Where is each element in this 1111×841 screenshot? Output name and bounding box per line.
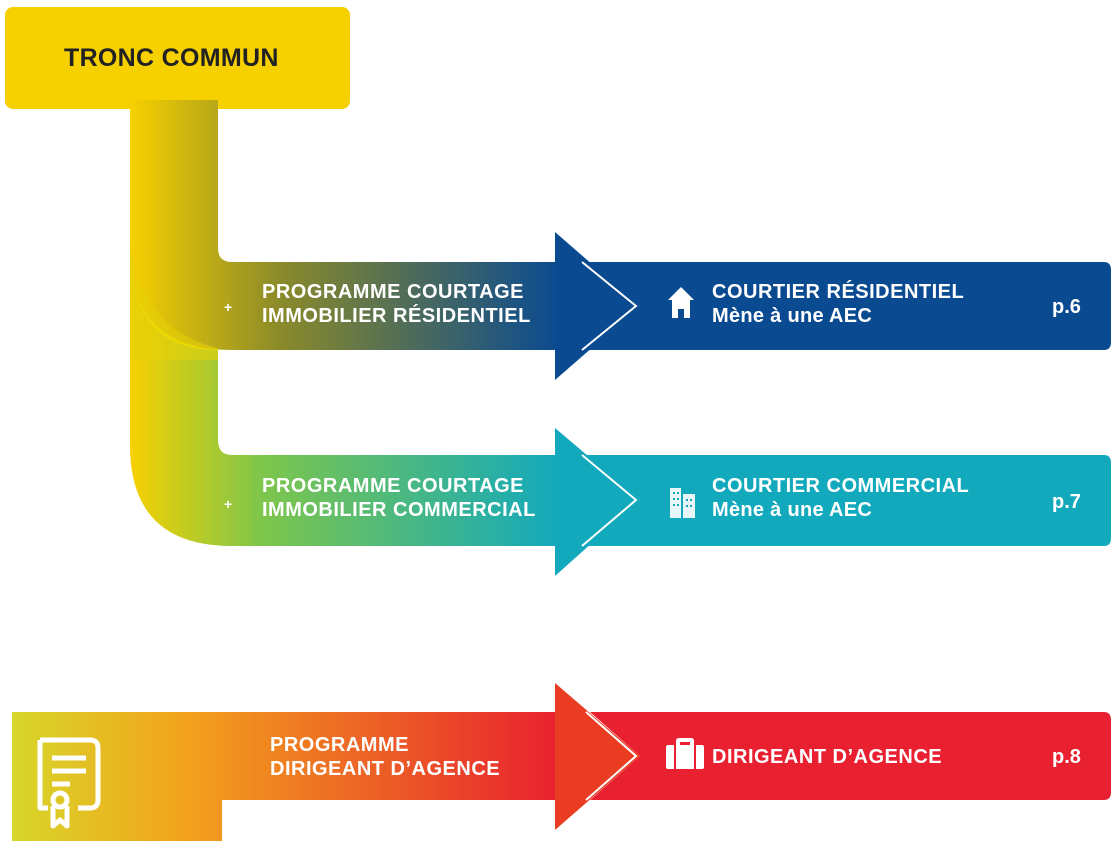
plus-residentiel: +	[224, 299, 233, 315]
result-commercial-title: COURTIER COMMERCIAL	[712, 475, 970, 497]
office-building-icon	[670, 488, 695, 518]
branch-residentiel	[130, 100, 560, 350]
arrow-dirigeant	[555, 683, 640, 830]
page-ref-dirigeant: p.8	[1052, 746, 1081, 768]
tronc-commun-label: TRONC COMMUN	[64, 44, 279, 72]
briefcase-icon	[666, 738, 704, 769]
result-residentiel-title: COURTIER RÉSIDENTIEL	[712, 281, 965, 303]
program-residentiel-line1: PROGRAMME COURTAGE	[262, 281, 524, 303]
result-dirigeant-title: DIRIGEANT D’AGENCE	[712, 746, 943, 768]
result-residentiel-box	[585, 262, 1111, 350]
branch-commercial	[130, 250, 560, 546]
arrow-commercial	[555, 428, 640, 576]
tronc-commun-box	[5, 7, 350, 109]
branch-dirigeant	[12, 712, 560, 841]
result-residentiel-label: COURTIER RÉSIDENTIEL Mène à une AEC	[712, 280, 964, 328]
program-commercial-label: PROGRAMME COURTAGE IMMOBILIER COMMERCIAL	[262, 474, 536, 522]
plus-commercial: +	[224, 496, 233, 512]
certificate-icon	[37, 737, 101, 829]
program-dirigeant-line2: DIRIGEANT D’AGENCE	[270, 758, 501, 780]
result-dirigeant-box	[590, 712, 1111, 800]
program-residentiel-label: PROGRAMME COURTAGE IMMOBILIER RÉSIDENTIE…	[262, 280, 531, 328]
result-commercial-box	[585, 455, 1111, 546]
result-commercial-subtitle: Mène à une AEC	[712, 499, 873, 521]
program-commercial-line2: IMMOBILIER COMMERCIAL	[262, 499, 536, 521]
result-commercial-label: COURTIER COMMERCIAL Mène à une AEC	[712, 474, 969, 522]
result-residentiel-subtitle: Mène à une AEC	[712, 305, 873, 327]
arrow-residentiel	[555, 232, 640, 380]
page-ref-residentiel: p.6	[1052, 296, 1081, 318]
program-residentiel-line2: IMMOBILIER RÉSIDENTIEL	[262, 305, 531, 327]
page-ref-commercial: p.7	[1052, 491, 1081, 513]
house-icon	[668, 287, 694, 318]
program-dirigeant-label: PROGRAMME DIRIGEANT D’AGENCE	[270, 733, 500, 781]
program-dirigeant-line1: PROGRAMME	[270, 734, 409, 756]
program-commercial-line1: PROGRAMME COURTAGE	[262, 475, 524, 497]
